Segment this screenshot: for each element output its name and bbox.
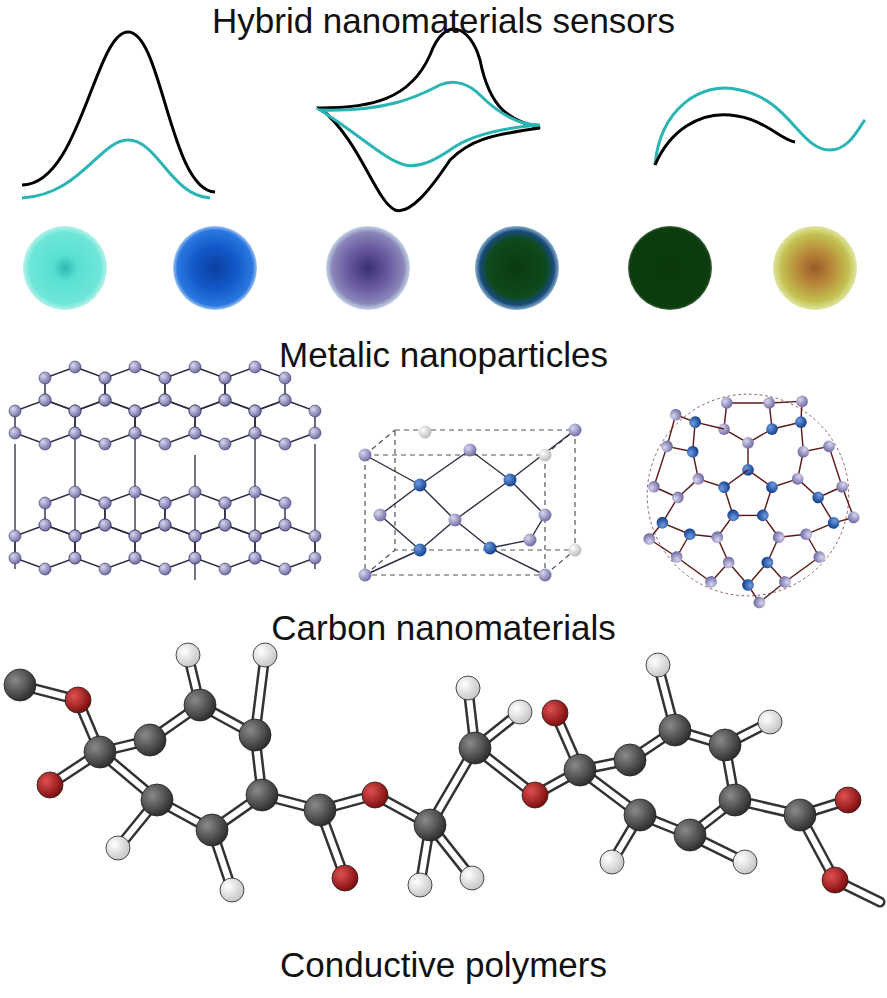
fullerene: [641, 394, 861, 610]
graphite-lattice: [9, 361, 321, 580]
section-label: Carbon nanomaterials: [0, 607, 887, 649]
diagram-title: Hybrid nanomaterials sensors: [0, 0, 887, 42]
section-label: Conductive polymers: [0, 944, 887, 986]
signal-curves: [22, 29, 865, 211]
polymer-chain: [4, 643, 880, 902]
section-label: Metalic nanoparticles: [0, 334, 887, 376]
diamond-cell: [359, 424, 582, 582]
nanoparticle-dots: [23, 226, 857, 310]
